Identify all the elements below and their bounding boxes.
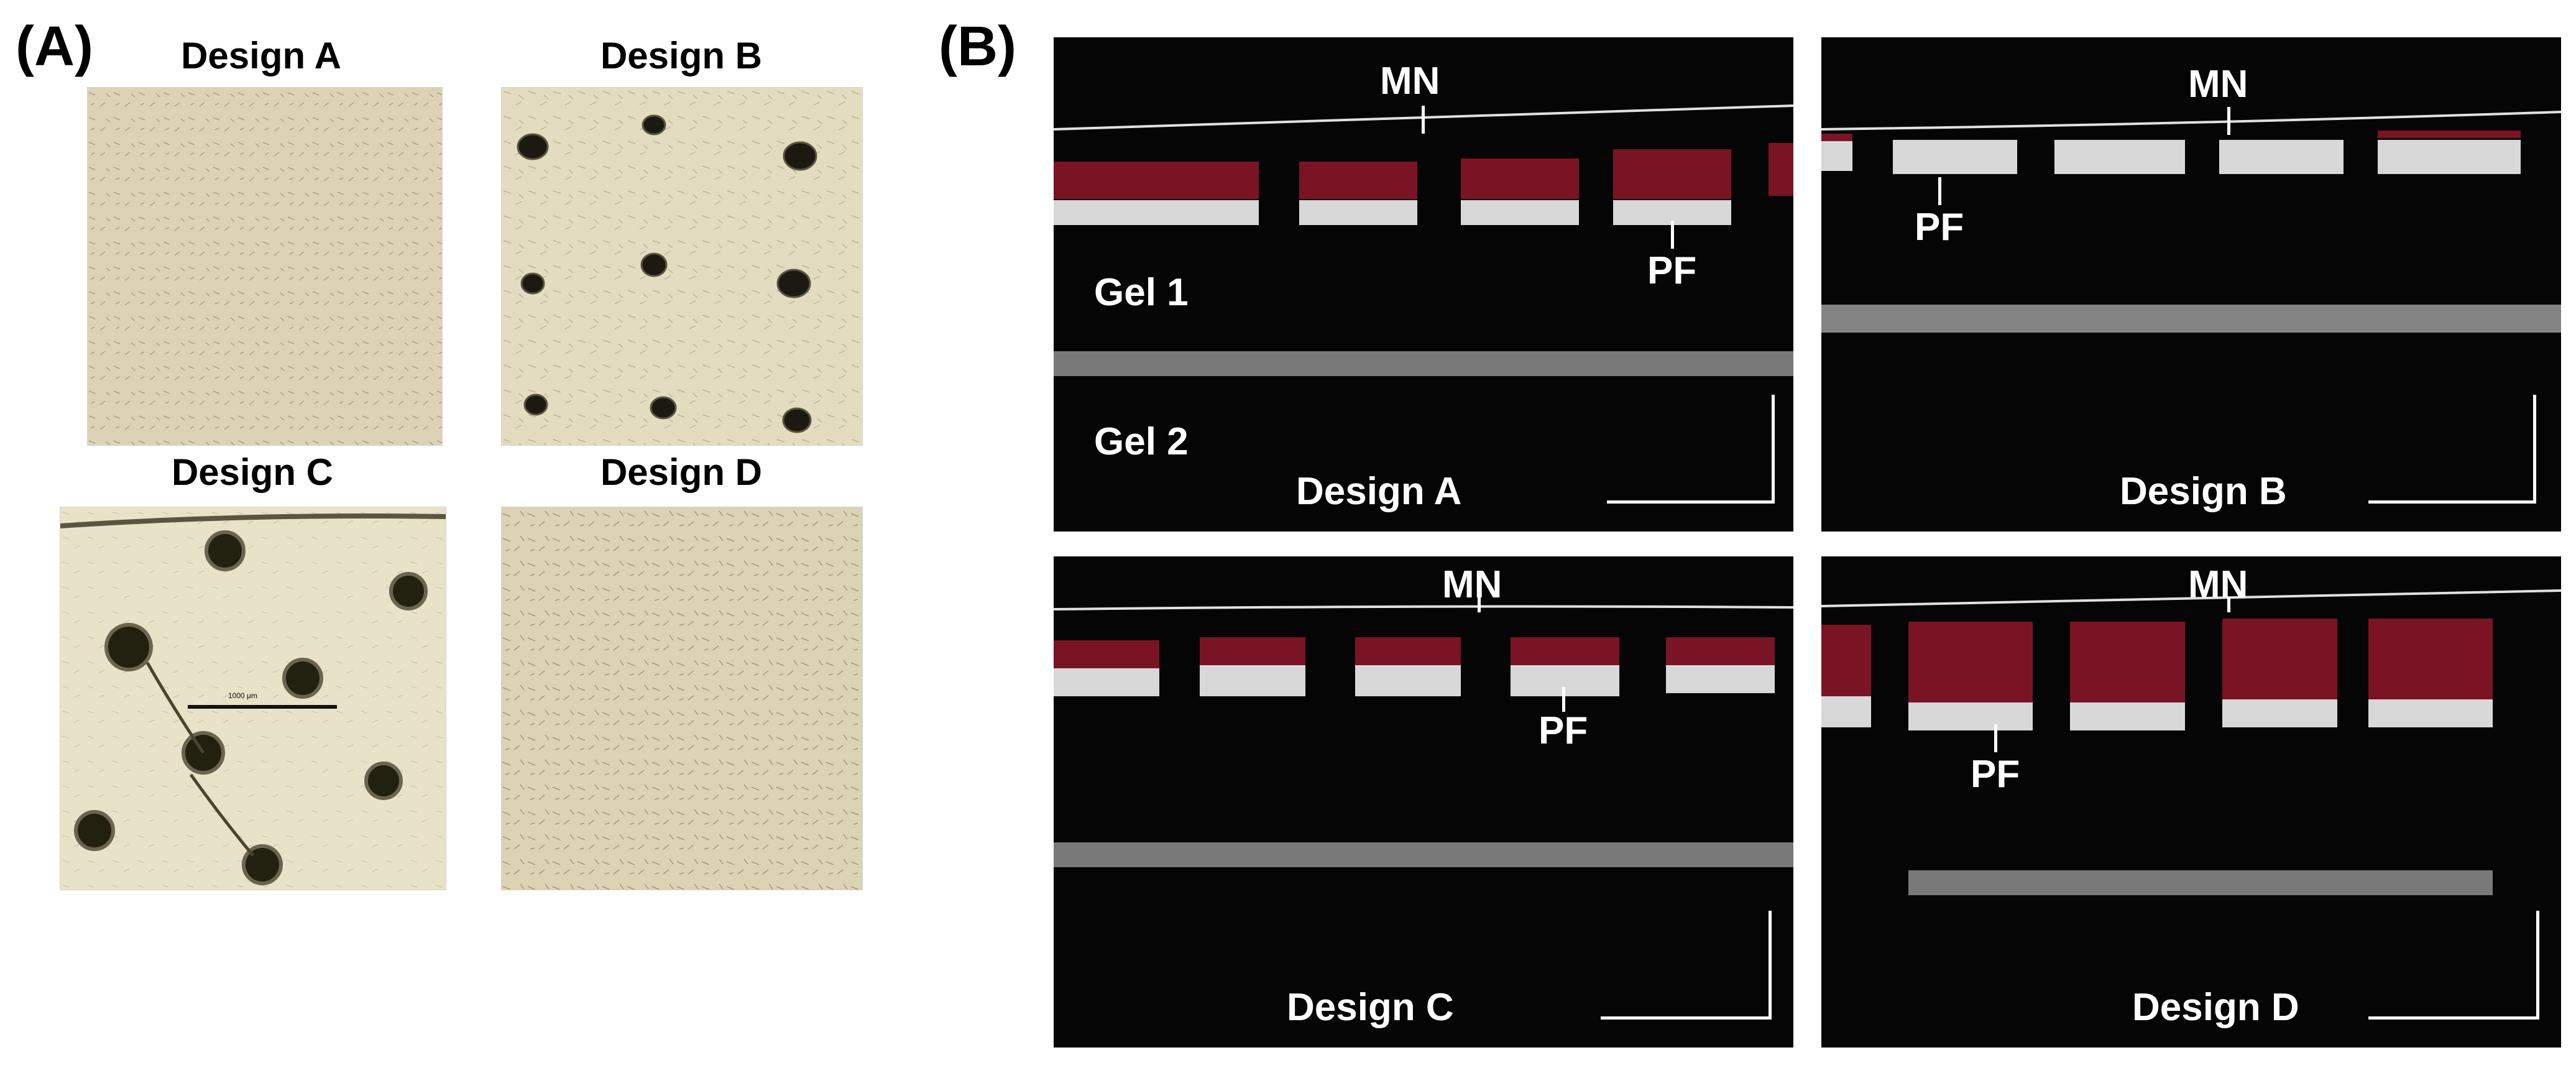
mn-pointer-d [2227, 597, 2230, 612]
oct-title-a: Design A [1296, 470, 1462, 513]
scale-bar-v-c [1769, 911, 1772, 1020]
panel-a-label: (A) [16, 16, 93, 78]
scale-bar-h-b [2368, 500, 2536, 504]
photo-design-d [501, 507, 863, 890]
pf-pointer-c [1562, 687, 1565, 712]
scale-bar-v-d [2536, 911, 2539, 1020]
panel-b-label: (B) [939, 16, 1016, 78]
photo-design-c: 1000 μm [60, 507, 446, 890]
gel1-label: Gel 1 [1094, 271, 1189, 314]
photo-a-title: Design A [181, 35, 341, 76]
scale-bar-h-d [2368, 1016, 2539, 1020]
photo-b-title: Design B [600, 35, 763, 76]
gel2-label: Gel 2 [1094, 420, 1189, 463]
oct-design-a: MN PF Gel 1 Gel 2 Design A [1054, 37, 1793, 532]
pf-label-a: PF [1647, 249, 1697, 292]
pf-pointer-b [1938, 177, 1941, 205]
oct-design-b: MN PF Design B [1821, 37, 2561, 532]
mn-label-a: MN [1380, 60, 1440, 103]
oct-design-d: MN PF Design D [1821, 556, 2561, 1048]
scale-bar-h-c [1601, 1016, 1772, 1020]
photo-c-title: Design C [171, 451, 334, 493]
scale-bar-text: 1000 μm [228, 691, 257, 700]
mn-pointer-a [1422, 106, 1425, 134]
pf-label-c: PF [1539, 709, 1588, 752]
scale-bar-v-b [2533, 395, 2536, 504]
scale-bar-h-a [1607, 500, 1775, 504]
mn-label-b: MN [2188, 63, 2248, 106]
mn-label-c: MN [1442, 563, 1502, 606]
scale-bar-v-a [1772, 395, 1775, 504]
oct-title-d: Design D [2132, 986, 2299, 1029]
pf-pointer-d [1994, 724, 1997, 752]
photo-design-a [87, 87, 443, 446]
pf-label-b: PF [1915, 206, 1964, 249]
oct-title-b: Design B [2120, 470, 2287, 513]
oct-title-c: Design C [1287, 986, 1454, 1029]
photo-design-b [501, 87, 863, 446]
photo-d-title: Design D [600, 451, 763, 493]
mn-pointer-c [1478, 597, 1481, 612]
mn-pointer-b [2227, 107, 2230, 135]
pf-label-d: PF [1971, 753, 2020, 796]
pf-pointer-a [1671, 221, 1674, 249]
oct-design-c: MN PF Design C [1054, 556, 1793, 1048]
mn-label-d: MN [2188, 563, 2248, 606]
